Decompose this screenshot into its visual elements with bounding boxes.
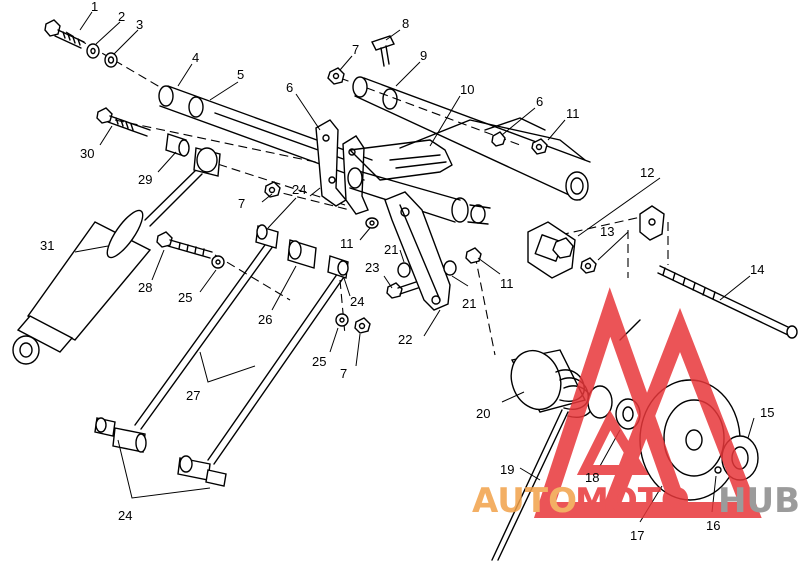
callout-12: 12 bbox=[640, 165, 654, 180]
callout-labels: 1 2 3 4 5 6 6 7 7 7 8 9 10 11 11 11 12 1… bbox=[40, 0, 774, 543]
callout-2: 2 bbox=[118, 9, 125, 24]
callout-6-left: 6 bbox=[286, 80, 293, 95]
bushing-29 bbox=[165, 133, 221, 177]
callout-15: 15 bbox=[760, 405, 774, 420]
callout-13: 13 bbox=[600, 224, 614, 239]
bolt-28 bbox=[156, 231, 213, 259]
callout-8: 8 bbox=[402, 16, 409, 31]
callout-25-left: 25 bbox=[178, 290, 192, 305]
screw-8 bbox=[371, 35, 395, 67]
nut-11-lower bbox=[465, 247, 482, 264]
callout-4: 4 bbox=[192, 50, 199, 65]
callout-9: 9 bbox=[420, 48, 427, 63]
callout-17: 17 bbox=[630, 528, 644, 543]
washer-25-left bbox=[211, 255, 225, 269]
watermark: AUTO MOTO HUB bbox=[472, 287, 800, 521]
leader-lines bbox=[74, 11, 755, 523]
nut-7-mid bbox=[264, 181, 281, 198]
arm-22 bbox=[384, 191, 451, 311]
nut-7-lower bbox=[354, 317, 371, 334]
washer-18 bbox=[615, 398, 641, 430]
callout-24-mid: 24 bbox=[350, 294, 364, 309]
nut-13 bbox=[580, 257, 597, 274]
pin-16 bbox=[714, 466, 722, 474]
sleeve-20 bbox=[510, 349, 587, 413]
bolt-14 bbox=[657, 265, 798, 339]
bushing-24-lower bbox=[94, 417, 227, 487]
callout-11-lower: 11 bbox=[500, 276, 514, 291]
watermark-auto: AUTO bbox=[472, 481, 577, 521]
callout-27: 27 bbox=[186, 388, 200, 403]
callout-10: 10 bbox=[460, 82, 474, 97]
callout-7-mid: 7 bbox=[238, 196, 245, 211]
callout-18: 18 bbox=[585, 470, 599, 485]
callout-5: 5 bbox=[237, 67, 244, 82]
callout-31: 31 bbox=[40, 238, 54, 253]
crossbar-10 bbox=[349, 117, 586, 181]
washer-3 bbox=[104, 52, 118, 68]
callout-23: 23 bbox=[365, 260, 379, 275]
callout-28: 28 bbox=[138, 280, 152, 295]
nut-6-right bbox=[491, 131, 506, 147]
callout-25-lower: 25 bbox=[312, 354, 326, 369]
callout-11-mid: 11 bbox=[340, 236, 354, 251]
watermark-moto: MOTO bbox=[575, 481, 690, 521]
nut-11-right bbox=[531, 138, 548, 155]
callout-30: 30 bbox=[80, 146, 94, 161]
callout-20: 20 bbox=[476, 406, 490, 421]
bracket-12 bbox=[527, 221, 576, 279]
clip-13 bbox=[639, 205, 665, 241]
nut-7-top bbox=[327, 67, 345, 85]
callout-24-top: 24 bbox=[292, 182, 306, 197]
callout-3: 3 bbox=[136, 17, 143, 32]
shock-absorber-31 bbox=[12, 167, 203, 365]
callout-1: 1 bbox=[91, 0, 98, 14]
spring-19 bbox=[491, 319, 641, 561]
bushing-24-upper-left bbox=[255, 224, 279, 249]
bolt-1 bbox=[44, 19, 85, 49]
callout-24-bottom: 24 bbox=[118, 508, 132, 523]
bracket-6-left bbox=[315, 119, 348, 207]
watermark-hub: HUB bbox=[718, 481, 800, 521]
bushing-26 bbox=[287, 239, 317, 269]
callout-21-left: 21 bbox=[384, 242, 398, 257]
washer-11-mid bbox=[365, 217, 379, 229]
shaft-5 bbox=[158, 85, 373, 181]
callout-16: 16 bbox=[706, 518, 720, 533]
washer-2 bbox=[86, 43, 100, 59]
bolt-30 bbox=[96, 107, 151, 137]
callout-11-right: 11 bbox=[566, 106, 580, 121]
callout-26: 26 bbox=[258, 312, 272, 327]
callout-22: 22 bbox=[398, 332, 412, 347]
callout-29: 29 bbox=[138, 172, 152, 187]
bushing-24-mid bbox=[327, 255, 349, 279]
callout-7-top: 7 bbox=[352, 42, 359, 57]
callout-19: 19 bbox=[500, 462, 514, 477]
callout-14: 14 bbox=[750, 262, 764, 277]
bolt-23 bbox=[386, 281, 419, 299]
callout-7-lower: 7 bbox=[340, 366, 347, 381]
shaft-9 bbox=[352, 76, 591, 201]
washer-25-lower bbox=[335, 313, 349, 327]
callout-6-right: 6 bbox=[536, 94, 543, 109]
callout-21-right: 21 bbox=[462, 296, 476, 311]
link-rod-27 bbox=[134, 237, 347, 465]
washer-21-pair bbox=[397, 260, 457, 278]
